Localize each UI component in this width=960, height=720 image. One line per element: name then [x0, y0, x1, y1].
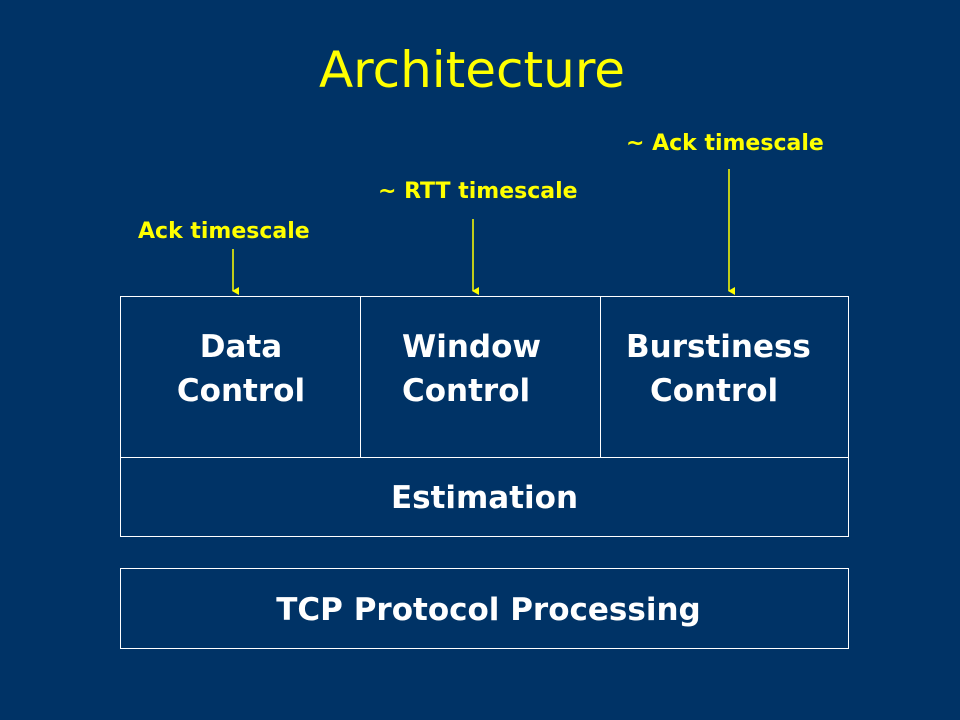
data-control-block: Data Control — [171, 325, 311, 413]
tcp-processing-block — [120, 568, 849, 649]
slide-title: Architecture — [318, 41, 626, 99]
approx-ack-timescale-label: ~ Ack timescale — [626, 131, 824, 156]
tcp-processing-label: TCP Protocol Processing — [276, 592, 701, 628]
burstiness-control-line-1: Burstiness — [626, 329, 811, 365]
ack-timescale-label: Ack timescale — [138, 219, 310, 244]
estimation-block: Estimation — [390, 480, 579, 516]
rtt-timescale-label: ~ RTT timescale — [378, 179, 578, 204]
window-control-block: Window Control — [402, 325, 541, 413]
data-control-line-2: Control — [176, 373, 306, 409]
data-control-line-1: Data — [199, 329, 283, 365]
window-control-line-1: Window — [402, 329, 542, 365]
window-control-line-2: Control — [402, 373, 531, 409]
burstiness-control-line-2: Control — [650, 373, 779, 409]
control-block — [120, 296, 849, 537]
